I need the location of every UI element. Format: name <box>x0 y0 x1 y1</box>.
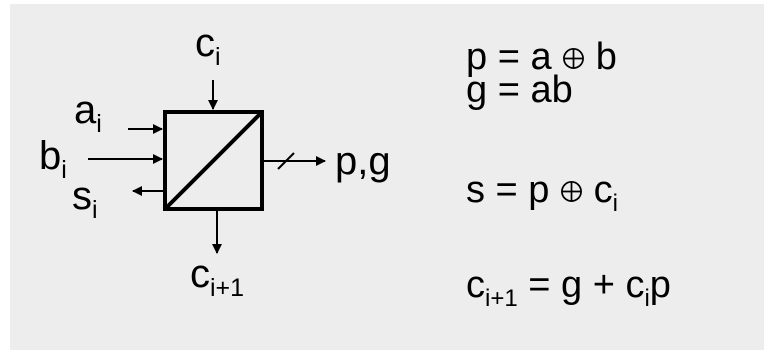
pg-output-label: p,g <box>335 139 391 183</box>
cell-diagonal <box>165 112 262 209</box>
sum-equation: s = p ci <box>466 169 618 217</box>
slide-panel: ci ai bi si ci+1 p,g p = a b g = ab s = … <box>10 4 764 350</box>
b-input-label: bi <box>39 134 67 184</box>
sum-output-label: si <box>72 174 98 224</box>
half-adder-cell-diagram <box>88 80 326 254</box>
generate-equation: g = ab <box>466 69 573 111</box>
carry-in-label: ci <box>195 21 221 71</box>
a-input-label: ai <box>74 88 102 138</box>
bus-slash <box>277 152 295 170</box>
circled-plus-icon <box>561 181 582 202</box>
carry-equation: ci+1 = g + cip <box>466 264 671 312</box>
circled-plus-icon <box>563 48 585 69</box>
carry-out-label: ci+1 <box>190 252 245 302</box>
propagate-equation: p = a b <box>466 36 617 78</box>
